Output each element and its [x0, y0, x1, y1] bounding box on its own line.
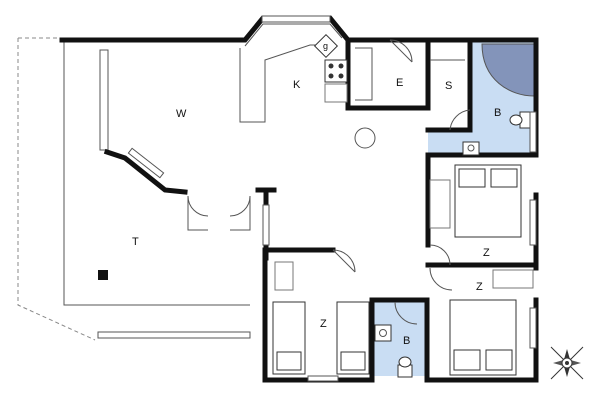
room-label-z-bottom: Z: [320, 318, 327, 330]
bathroom-top-fixtures: [449, 109, 537, 156]
sink-icon: [374, 324, 392, 342]
kitchen-counter: [239, 33, 348, 123]
room-labels: W K E S B T Z Z Z B g: [132, 41, 501, 347]
sink-icon: [462, 141, 480, 156]
compass-icon: [550, 346, 584, 380]
room-label-e: E: [396, 77, 403, 89]
entrance-fixtures: [354, 39, 413, 149]
bedroom-mid: [429, 164, 537, 266]
room-label-z-right: Z: [476, 281, 483, 293]
bay-window: [244, 15, 343, 47]
room-label-s: S: [445, 80, 452, 92]
room-label-z-mid: Z: [483, 247, 490, 259]
room-label-b-bottom: B: [403, 335, 410, 347]
room-label-k: K: [293, 79, 301, 91]
bathroom-bottom-fixtures: [374, 301, 418, 378]
bedroom-bottom: [272, 249, 370, 382]
door-swing-icon: [449, 109, 471, 131]
appliance-label-g: g: [323, 41, 328, 51]
terrace-doors: [98, 147, 270, 280]
room-label-w: W: [176, 108, 187, 120]
bedroom-right: [429, 267, 537, 376]
room-label-t: T: [132, 236, 139, 248]
stove-icon: [324, 59, 348, 83]
room-label-b-top: B: [494, 107, 501, 119]
bathroom-top-fill: [428, 42, 536, 155]
terrace-outline: [17, 37, 251, 341]
